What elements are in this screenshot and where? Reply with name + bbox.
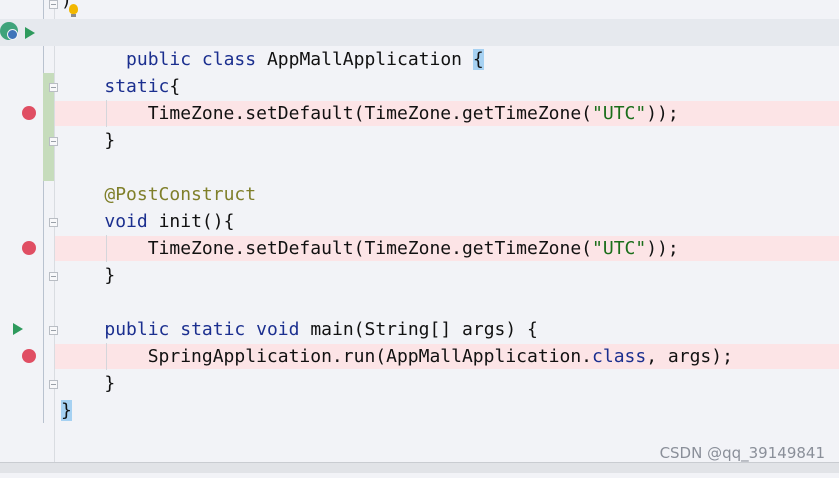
vcs-change-marker[interactable] bbox=[43, 73, 54, 181]
code-line-breakpoint[interactable]: SpringApplication.run(AppMallApplication… bbox=[0, 343, 839, 370]
fold-icon[interactable] bbox=[49, 272, 58, 281]
close-brace: } bbox=[61, 400, 72, 421]
brace: } bbox=[104, 373, 116, 394]
fold-icon[interactable] bbox=[49, 380, 58, 389]
code-text: )); bbox=[646, 103, 679, 124]
run-icon[interactable] bbox=[25, 27, 35, 39]
fold-icon[interactable] bbox=[49, 326, 58, 335]
code-line-close[interactable]: } bbox=[0, 127, 839, 154]
code-text: SpringApplication.run(AppMallApplication… bbox=[147, 346, 593, 367]
string-literal: "UTC" bbox=[592, 103, 647, 124]
code-line-close[interactable]: } bbox=[0, 262, 839, 289]
code-line-init-method[interactable]: void init(){ bbox=[0, 208, 839, 235]
keyword-static: static bbox=[104, 76, 170, 97]
code-line-class-declaration[interactable]: public class AppMallApplication { bbox=[0, 19, 839, 70]
code-line-breakpoint[interactable]: TimeZone.setDefault(TimeZone.getTimeZone… bbox=[0, 235, 839, 262]
brace: } bbox=[104, 130, 116, 151]
breakpoint-icon[interactable] bbox=[22, 241, 36, 255]
open-brace: { bbox=[472, 49, 484, 70]
code-line-class-close[interactable]: } bbox=[0, 397, 839, 424]
fold-icon[interactable] bbox=[49, 83, 58, 92]
gutter-divider bbox=[43, 0, 44, 423]
keyword-public: public bbox=[126, 49, 192, 70]
breakpoint-icon[interactable] bbox=[22, 106, 36, 120]
spring-bean-icon[interactable] bbox=[0, 22, 18, 40]
code-line-static-block[interactable]: static{ bbox=[0, 73, 839, 100]
code-line-main-method[interactable]: public static void main(String[] args) { bbox=[0, 316, 839, 343]
code-text: init(){ bbox=[158, 211, 235, 232]
fold-icon[interactable] bbox=[49, 137, 58, 146]
keyword-void: void bbox=[256, 319, 300, 340]
keyword-class: class bbox=[592, 346, 647, 367]
code-line-annotation[interactable]: @PostConstruct bbox=[0, 181, 839, 208]
breakpoint-icon[interactable] bbox=[22, 349, 36, 363]
code-line-close[interactable]: } bbox=[0, 370, 839, 397]
code-text: )); bbox=[646, 238, 679, 259]
code-text: TimeZone.setDefault(TimeZone.getTimeZone… bbox=[147, 103, 593, 124]
keyword-static: static bbox=[180, 319, 246, 340]
keyword-public: public bbox=[104, 319, 170, 340]
brace: { bbox=[169, 76, 181, 97]
gutter-fold-divider bbox=[54, 0, 55, 463]
annotation: @PostConstruct bbox=[104, 184, 257, 205]
watermark: CSDN @qq_39149841 bbox=[659, 444, 825, 462]
keyword-void: void bbox=[104, 211, 148, 232]
fold-icon[interactable] bbox=[49, 0, 58, 9]
code-text: , args); bbox=[646, 346, 733, 367]
fold-icon[interactable] bbox=[49, 218, 58, 227]
class-name: AppMallApplication bbox=[266, 49, 463, 70]
code-line-breakpoint[interactable]: TimeZone.setDefault(TimeZone.getTimeZone… bbox=[0, 100, 839, 127]
brace: } bbox=[104, 265, 116, 286]
code-text: TimeZone.setDefault(TimeZone.getTimeZone… bbox=[147, 238, 593, 259]
string-literal: "UTC" bbox=[592, 238, 647, 259]
code-fragment: ) bbox=[61, 0, 72, 11]
code-text: main(String[] args) { bbox=[310, 319, 538, 340]
status-bar bbox=[0, 462, 839, 473]
lightbulb-icon[interactable] bbox=[69, 4, 78, 17]
keyword-class: class bbox=[201, 49, 257, 70]
run-icon[interactable] bbox=[13, 323, 23, 335]
